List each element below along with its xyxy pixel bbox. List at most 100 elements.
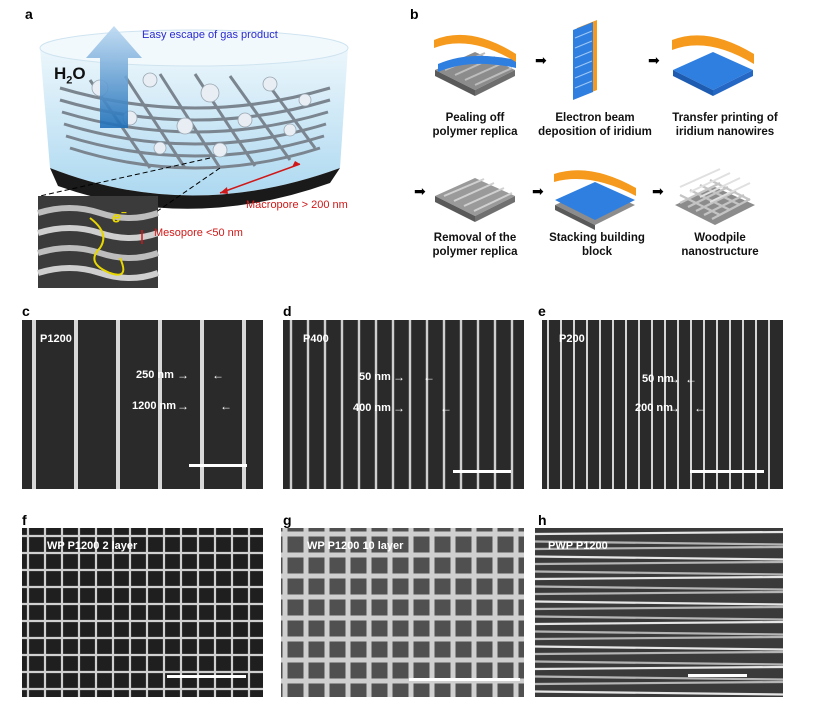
sem-g-scalebar	[409, 678, 520, 681]
sem-d-arrow-3-icon: →	[393, 401, 405, 415]
h2o-label: H2O	[54, 64, 86, 87]
pwp-wire	[535, 680, 783, 686]
sem-d-scalebar	[453, 470, 511, 473]
flow-arrow-2-icon: ➡	[648, 52, 660, 68]
pwp-wire	[535, 605, 783, 611]
pwp-wire	[535, 690, 783, 696]
sem-e-label: P200	[559, 333, 585, 345]
pwp-wire	[535, 575, 783, 581]
sem-e-arrow-2-icon: ←	[685, 372, 697, 386]
pwp-wire	[535, 675, 783, 681]
panel-g-letter: g	[283, 512, 292, 528]
sem-d-pitch-label: 400 nm	[353, 402, 391, 414]
pwp-wire	[535, 570, 783, 576]
panel-f-letter: f	[22, 512, 27, 528]
panel-a-schematic	[37, 26, 349, 288]
pwp-wire	[535, 620, 783, 626]
panel-e-letter: e	[538, 303, 546, 319]
sem-image-e: P200 50 nm → ← 200 nm → ←	[542, 320, 783, 489]
sem-h-lines	[535, 530, 783, 696]
sem-image-c: P1200 250 nm → ← 1200 nm → ←	[22, 320, 263, 489]
sem-image-g: WP P1200 10 layer	[281, 528, 524, 697]
sem-g-grid	[281, 528, 524, 697]
sem-c-label: P1200	[40, 333, 72, 345]
step-transfer-icon	[672, 35, 754, 96]
pwp-wire	[535, 645, 783, 651]
step-caption-3: Transfer printing of iridium nanowires	[672, 112, 778, 138]
sem-e-scalebar	[690, 470, 764, 473]
sem-d-arrow-2-icon: ←	[423, 370, 435, 384]
water-cylinder	[40, 48, 348, 196]
pwp-wire	[535, 630, 783, 636]
sem-f-grid	[22, 528, 263, 697]
pwp-wire	[535, 545, 783, 551]
panel-d-letter: d	[283, 303, 292, 319]
zoom-line-left	[39, 157, 211, 197]
step-caption-1: Pealing off polymer replica	[432, 112, 518, 138]
sem-d-arrow-1-icon: →	[393, 370, 405, 384]
sem-e-width-label: 50 nm	[642, 373, 674, 385]
step-peel-icon	[434, 34, 516, 96]
sem-e-lines	[547, 320, 770, 489]
macropore-marker	[219, 163, 301, 194]
step-removal-icon	[435, 178, 515, 222]
sem-h-scalebar	[688, 674, 747, 677]
flow-arrow-3-icon: ➡	[414, 183, 426, 199]
sem-c-scalebar	[189, 464, 247, 467]
flow-arrow-5-icon: ➡	[652, 183, 664, 199]
pwp-wire	[535, 585, 783, 591]
panel-b-letter: b	[410, 6, 419, 22]
pwp-wire	[535, 540, 783, 546]
sem-c-arrow-2-icon: ←	[212, 368, 224, 382]
electron-label: e−	[112, 208, 127, 227]
pwp-wire	[535, 660, 783, 666]
step-caption-5: Stacking building block	[549, 232, 645, 258]
sem-c-arrow-3-icon: →	[177, 399, 189, 413]
sem-f-scalebar	[167, 675, 246, 678]
sem-d-width-label: 50 nm	[359, 371, 391, 383]
pwp-wire	[535, 650, 783, 656]
flow-arrow-4-icon: ➡	[532, 183, 544, 199]
step-caption-2: Electron beam deposition of iridium	[538, 112, 652, 138]
pwp-wire	[535, 555, 783, 561]
sem-c-width-label: 250 nm	[136, 369, 174, 381]
sem-e-pitch-label: 200 nm	[635, 402, 673, 414]
sem-e-arrow-1-icon: →	[668, 372, 680, 386]
pwp-wire	[535, 615, 783, 621]
sem-f-label: WP P1200 2 layer	[47, 540, 138, 552]
pwp-wire	[535, 665, 783, 671]
sem-image-f: WP P1200 2 layer	[22, 528, 263, 697]
sem-e-arrow-3-icon: →	[668, 401, 680, 415]
pwp-wire	[535, 530, 783, 536]
sem-c-pitch-label: 1200 nm	[132, 400, 177, 412]
pwp-wire	[535, 600, 783, 606]
gas-escape-arrow	[86, 26, 142, 128]
sem-d-arrow-4-icon: ←	[440, 401, 452, 415]
panel-h-letter: h	[538, 512, 547, 528]
sem-e-arrow-4-icon: ←	[694, 401, 706, 415]
panel-a-letter: a	[25, 6, 33, 22]
sem-g-label: WP P1200 10 layer	[307, 540, 404, 552]
pwp-wire	[535, 635, 783, 641]
sem-image-d: P400 50 nm → ← 400 nm → ←	[283, 320, 524, 489]
step-woodpile-icon	[675, 168, 755, 225]
sem-image-h: PWP P1200	[535, 528, 783, 697]
sem-c-arrow-4-icon: ←	[220, 399, 232, 413]
step-deposition-icon	[573, 20, 597, 100]
sem-d-lines	[289, 320, 514, 489]
flow-arrow-1-icon: ➡	[535, 52, 547, 68]
mesopore-label: Mesopore <50 nm	[154, 227, 243, 239]
pwp-wire	[535, 590, 783, 596]
step-caption-4: Removal of the polymer replica	[432, 232, 518, 258]
sem-c-lines	[32, 320, 246, 489]
step-caption-6: Woodpile nanostructure	[681, 232, 759, 258]
escape-text: Easy escape of gas product	[142, 29, 278, 41]
step-stacking-icon	[554, 170, 636, 230]
sem-h-label: PWP P1200	[548, 540, 608, 552]
sem-c-arrow-1-icon: →	[177, 368, 189, 382]
pwp-wire	[535, 560, 783, 566]
macropore-label: Macropore > 200 nm	[246, 199, 348, 211]
panel-c-letter: c	[22, 303, 30, 319]
sem-d-label: P400	[303, 333, 329, 345]
zoom-inset	[37, 196, 160, 288]
